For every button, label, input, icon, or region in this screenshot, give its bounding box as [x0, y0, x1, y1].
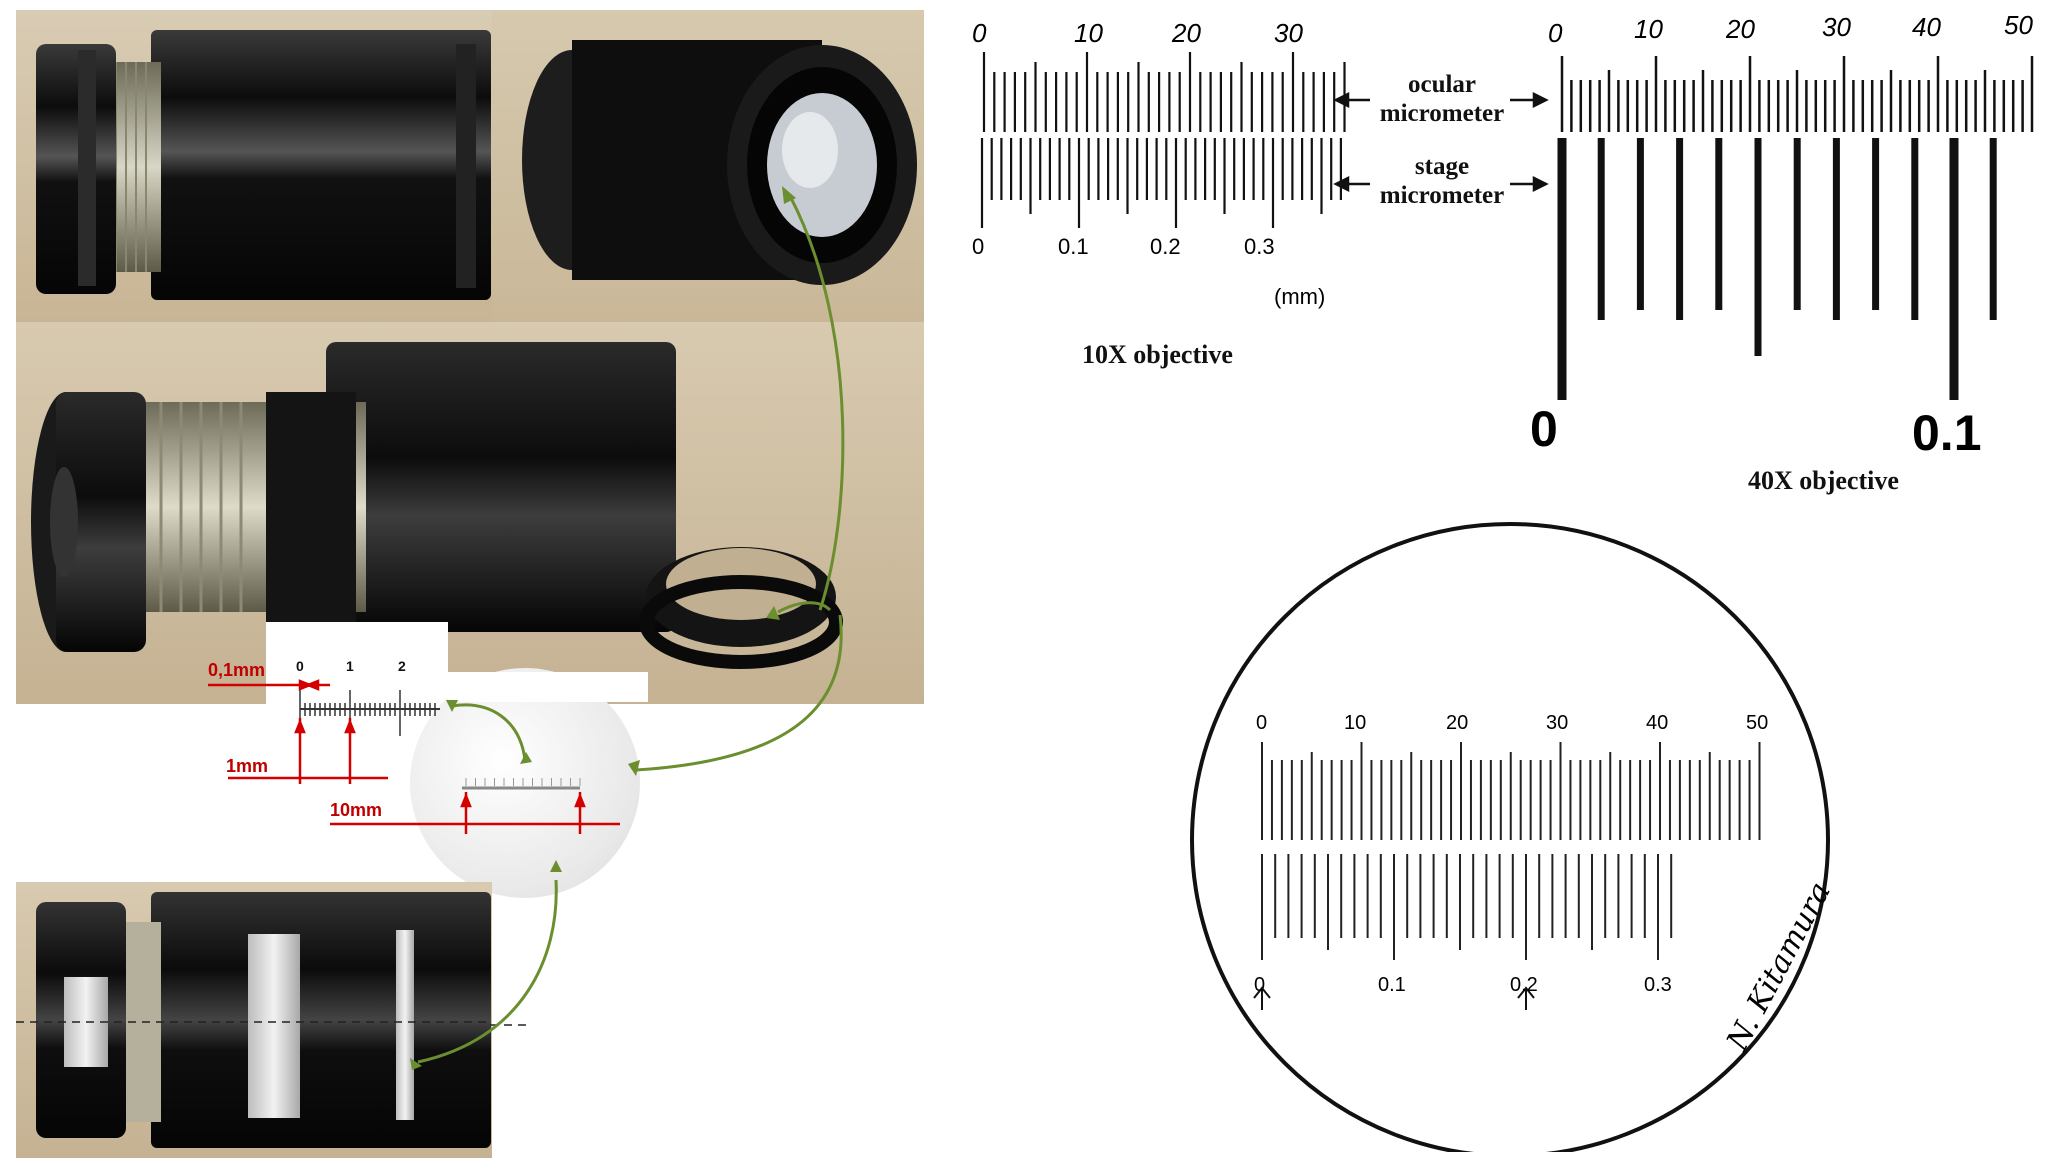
eyepiece-disassembled-illustration [31, 342, 843, 669]
dim-label-10mm: 10mm [330, 800, 383, 820]
label-10x-st-0: 0 [972, 234, 985, 259]
label-40x-st-0-1: 0.1 [1912, 405, 1982, 461]
caption-40x-objective: 40X objective [1748, 466, 1899, 495]
inset-scale-label-1: 1 [346, 658, 354, 674]
label-40x-oc-50: 50 [2004, 10, 2033, 40]
photo-eyepiece-side [16, 10, 492, 322]
inset-scale-label-2: 2 [398, 658, 406, 674]
dim-label-1mm: 1mm [226, 756, 269, 776]
center-label-arrows [1333, 91, 1549, 193]
ocular-scale-10x [982, 52, 1346, 132]
label-circ-st-0: 0 [1254, 974, 1266, 996]
label-circ-oc-0: 0 [1256, 712, 1268, 734]
label-40x-oc-20: 20 [1726, 14, 1755, 44]
photo-eyepiece-end [492, 10, 924, 322]
diagram-10x [980, 52, 1346, 228]
caption-10x-objective: 10X objective [1082, 340, 1233, 369]
label-40x-oc-40: 40 [1912, 12, 1941, 42]
label-40x-oc-30: 30 [1822, 12, 1851, 42]
inset-white-strip [448, 672, 648, 702]
green-connector-arrows [410, 186, 845, 1070]
label-10x-st-0-2: 0.2 [1150, 234, 1181, 259]
label-circ-st-0-2: 0.2 [1510, 974, 1538, 996]
photo-eyepiece-disassembled [16, 322, 924, 704]
label-circ-oc-40: 40 [1646, 712, 1669, 734]
eyepiece-cutaway-illustration [16, 892, 492, 1148]
label-circ-st-0-3: 0.3 [1644, 974, 1672, 996]
label-40x-oc-10: 10 [1634, 14, 1663, 44]
field-of-view-diagram [1190, 522, 1830, 1152]
label-40x-st-0: 0 [1530, 401, 1558, 457]
diagram-40x [1557, 56, 2034, 400]
label-10x-st-0-1: 0.1 [1058, 234, 1089, 259]
label-ocular-micrometer: ocular micrometer [1379, 71, 1505, 127]
label-stage-micrometer: stage micrometer [1379, 153, 1505, 209]
label-circ-oc-20: 20 [1446, 712, 1469, 734]
inset-scale-label-0: 0 [296, 658, 304, 674]
label-circ-oc-10: 10 [1344, 712, 1367, 734]
reticle-inset-drawing [208, 679, 620, 834]
stage-scale-10x [980, 138, 1342, 228]
stage-scale-40x [1557, 138, 1997, 400]
dim-label-0-1mm: 0,1mm [208, 660, 266, 680]
label-40x-oc-0: 0 [1548, 18, 1563, 48]
arrow-marks [1253, 986, 1535, 1010]
ocular-scale-40x [1560, 56, 2034, 132]
label-10x-oc-0: 0 [972, 18, 987, 48]
stage-scale-circle [1261, 854, 1673, 960]
reticle-magnified-circle [410, 668, 640, 898]
photo-eyepiece-cutaway [16, 882, 492, 1158]
field-of-view-circle [1190, 522, 1830, 1152]
eyepiece-side-illustration [36, 30, 491, 300]
eyepiece-end-illustration [522, 40, 917, 285]
label-10x-st-0-3: 0.3 [1244, 234, 1275, 259]
label-circ-st-0-1: 0.1 [1378, 974, 1406, 996]
reticle-inset-card [266, 622, 448, 740]
label-circ-oc-30: 30 [1546, 712, 1569, 734]
label-10x-oc-20: 20 [1172, 18, 1201, 48]
label-10x-unit: (mm) [1274, 284, 1326, 309]
label-circ-oc-50: 50 [1746, 712, 1769, 734]
label-10x-oc-30: 30 [1274, 18, 1303, 48]
label-10x-oc-10: 10 [1074, 18, 1103, 48]
ocular-scale-circle [1261, 742, 1761, 840]
